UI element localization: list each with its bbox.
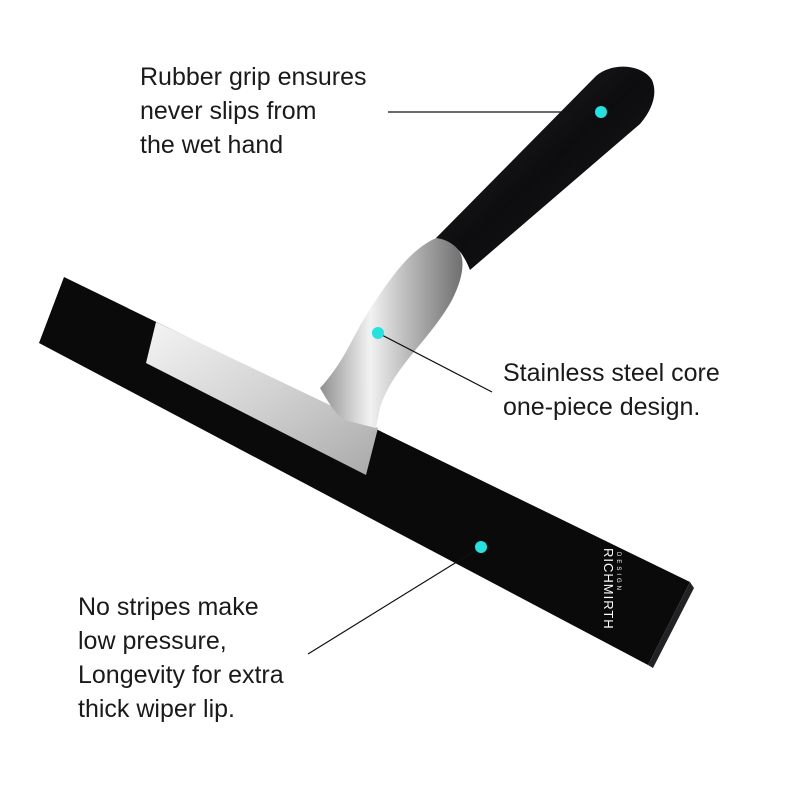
callout-wiper-lip: No stripes make low pressure, Longevity … <box>78 590 284 726</box>
steel-plate <box>146 322 378 475</box>
callout-rubber-grip: Rubber grip ensures never slips from the… <box>140 60 367 162</box>
callout-line: thick wiper lip. <box>78 695 235 723</box>
marker-dot-lip <box>475 541 487 553</box>
leader-line-core <box>377 332 493 393</box>
marker-dot-core <box>372 327 384 339</box>
brand-logo-subtext: DESIGN <box>615 552 621 593</box>
callout-line: the wet hand <box>140 131 284 159</box>
blade-edge <box>648 582 694 668</box>
callout-line: Stainless steel core <box>503 359 720 387</box>
callout-steel-core: Stainless steel core one-piece design. <box>503 356 720 424</box>
brand-logo-text: RICHMIRTH <box>601 548 616 630</box>
marker-dot-grip <box>595 106 607 118</box>
callout-line: never slips from <box>140 97 317 125</box>
brand-logo: RICHMIRTH DESIGN <box>601 548 621 630</box>
callout-line: Longevity for extra <box>78 661 284 689</box>
callout-line: Rubber grip ensures <box>140 63 367 91</box>
leader-line-lip <box>307 546 482 655</box>
callout-line: No stripes make <box>78 593 259 621</box>
rubber-grip <box>436 66 655 270</box>
callout-line: one-piece design. <box>503 393 701 421</box>
steel-neck <box>320 238 463 428</box>
callout-line: low pressure, <box>78 627 227 655</box>
